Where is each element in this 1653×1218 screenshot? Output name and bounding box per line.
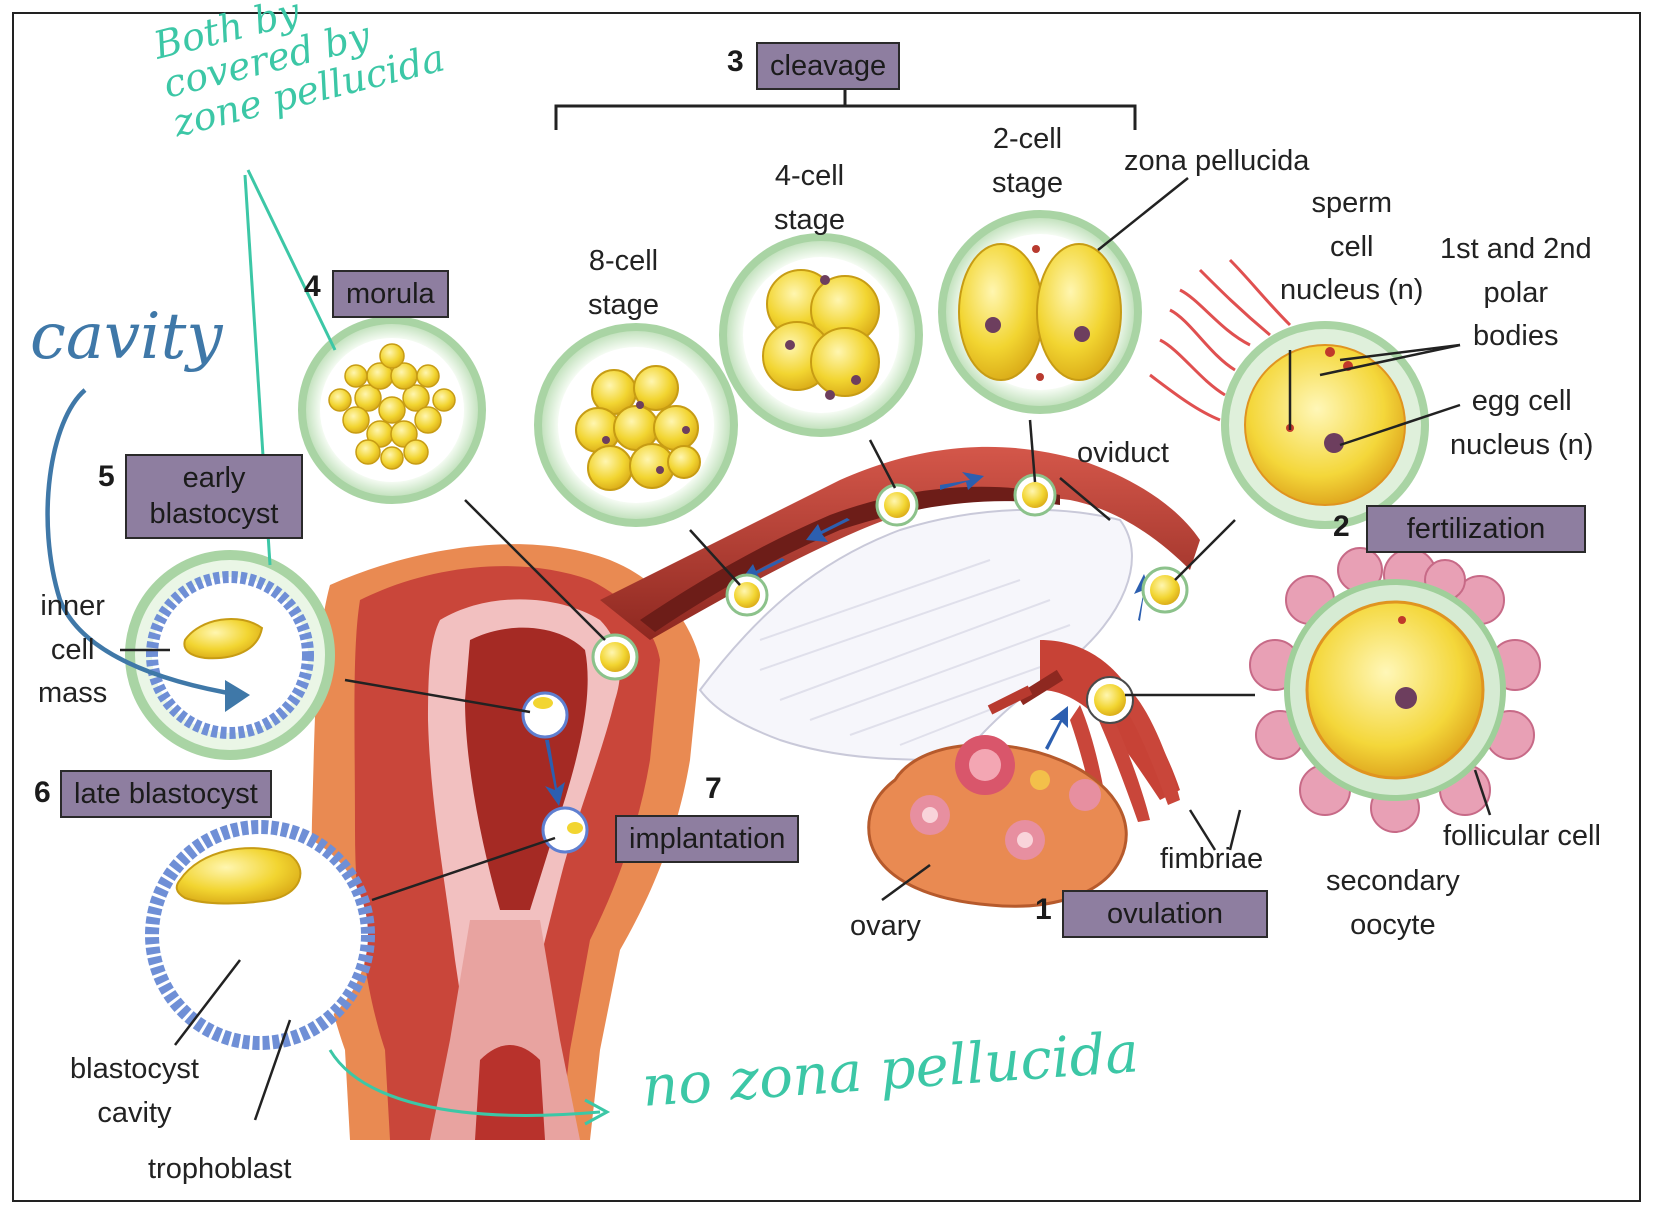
implanting-blastocyst-small (543, 808, 587, 852)
sperm-nucleus-line1: sperm (1280, 182, 1423, 226)
stage-label-early-blastocyst: early blastocyst (125, 454, 303, 539)
egg-nucleus-line2: nucleus (n) (1450, 424, 1593, 468)
label-two-cell-stage: 2-cell stage (992, 118, 1063, 205)
early-blastocyst-line2: blastocyst (139, 496, 289, 532)
stage-label-ovulation: ovulation (1062, 890, 1268, 938)
sperm-nucleus-line2: cell (1280, 226, 1423, 270)
annotation-cavity: cavity (30, 300, 223, 374)
secondary-oocyte-large (1250, 548, 1540, 832)
label-trophoblast: trophoblast (148, 1148, 292, 1192)
blastocyst-cavity-line2: cavity (70, 1092, 199, 1136)
blastocyst-cavity-line1: blastocyst (70, 1048, 199, 1092)
label-fimbriae: fimbriae (1160, 838, 1263, 882)
label-egg-cell-nucleus: egg cell nucleus (n) (1450, 380, 1593, 467)
stage-number-early-blastocyst: 5 (98, 460, 115, 494)
four-cell-stage-large (723, 237, 919, 433)
inner-cell-mass-line1: inner (38, 585, 107, 629)
blastocyst-small (523, 693, 567, 737)
late-blastocyst-large (152, 827, 368, 1043)
label-zona-pellucida: zona pellucida (1124, 140, 1309, 184)
label-blastocyst-cavity: blastocyst cavity (70, 1048, 199, 1135)
eight-cell-small (727, 575, 767, 615)
label-polar-bodies: 1st and 2nd polar bodies (1440, 228, 1592, 359)
stage-number-late-blastocyst: 6 (34, 776, 51, 810)
stage-number-ovulation: 1 (1035, 893, 1052, 927)
stage-label-implantation: implantation (615, 815, 799, 863)
stage-label-late-blastocyst: late blastocyst (60, 770, 272, 818)
eight-cell-stage-large (538, 327, 734, 523)
stage-number-fertilization: 2 (1333, 510, 1350, 544)
eight-cell-line2: stage (588, 284, 659, 328)
two-cell-stage-large (942, 214, 1138, 410)
four-cell-line1: 4-cell (774, 155, 845, 199)
sperm-nucleus-line3: nucleus (n) (1280, 269, 1423, 313)
secondary-oocyte-line2: oocyte (1326, 904, 1460, 948)
inner-cell-mass-line2: cell (38, 629, 107, 673)
stage-label-fertilization: fertilization (1366, 505, 1586, 553)
two-cell-line2: stage (992, 162, 1063, 206)
label-follicular-cell: follicular cell (1443, 815, 1601, 859)
morula-large (302, 320, 482, 500)
four-cell-line2: stage (774, 199, 845, 243)
inner-cell-mass-line3: mass (38, 672, 107, 716)
stage-number-morula: 4 (304, 270, 321, 304)
label-four-cell-stage: 4-cell stage (774, 155, 845, 242)
early-blastocyst-large (130, 555, 330, 755)
label-oviduct: oviduct (1077, 432, 1169, 476)
stage-label-cleavage: cleavage (756, 42, 900, 90)
four-cell-small (877, 485, 917, 525)
stage-number-implantation: 7 (705, 772, 722, 806)
label-secondary-oocyte: secondary oocyte (1326, 860, 1460, 947)
stage-number-cleavage: 3 (727, 45, 744, 79)
label-eight-cell-stage: 8-cell stage (588, 240, 659, 327)
morula-small (593, 635, 637, 679)
secondary-oocyte-line1: secondary (1326, 860, 1460, 904)
stage-label-morula: morula (332, 270, 449, 318)
label-sperm-nucleus: sperm cell nucleus (n) (1280, 182, 1423, 313)
two-cell-line1: 2-cell (992, 118, 1063, 162)
early-blastocyst-line1: early (139, 460, 289, 496)
polar-bodies-line2: polar (1440, 272, 1592, 316)
ovulated-oocyte-small (1087, 677, 1133, 723)
egg-nucleus-line1: egg cell (1450, 380, 1593, 424)
label-inner-cell-mass: inner cell mass (38, 585, 107, 716)
eight-cell-line1: 8-cell (588, 240, 659, 284)
polar-bodies-line3: bodies (1440, 315, 1592, 359)
label-ovary: ovary (850, 905, 921, 949)
polar-bodies-line1: 1st and 2nd (1440, 228, 1592, 272)
